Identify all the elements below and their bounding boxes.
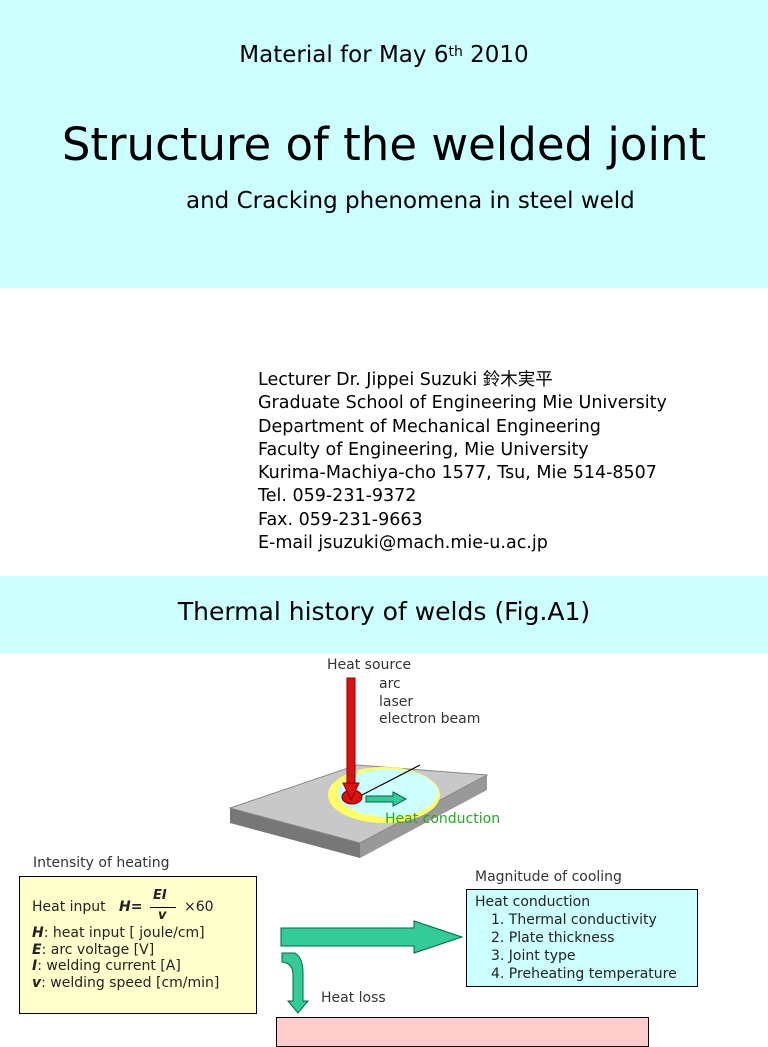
cooling-item: 2. Plate thickness xyxy=(491,930,615,946)
heat-source-list: arc laser electron beam xyxy=(379,676,480,729)
plate-front xyxy=(360,775,487,858)
source-arc: arc xyxy=(379,676,401,692)
heat-input-formula: Heat input H= EI v ×60 xyxy=(32,888,214,923)
cooling-item: 3. Joint type xyxy=(491,948,576,964)
contact-faculty: Faculty of Engineering, Mie University xyxy=(258,439,589,460)
heat-source-arrowhead xyxy=(342,782,360,802)
weld-line xyxy=(359,764,421,797)
contact-school: Graduate School of Engineering Mie Unive… xyxy=(258,393,667,414)
heat-loss-box xyxy=(276,1017,649,1047)
source-electron-beam: electron beam xyxy=(379,711,481,727)
source-laser: laser xyxy=(379,693,414,710)
cooling-title: Heat conduction xyxy=(475,894,591,910)
cooling-item: 4. Preheating temperature xyxy=(491,966,677,982)
conduction-arrow xyxy=(365,791,408,807)
plate-side xyxy=(230,808,360,858)
def-v: v: welding speed [cm/min] xyxy=(32,974,220,991)
cooling-arrow xyxy=(280,920,464,954)
thermal-history-figure xyxy=(228,677,489,1014)
contact-tel: Tel. 059-231-9372 xyxy=(258,486,417,507)
contact-address: Kurima-Machiya-cho 1577, Tsu, Mie 514-85… xyxy=(258,463,657,484)
def-h: H: heat input [ joule/cm] xyxy=(32,925,205,941)
def-e: E: arc voltage [V] xyxy=(32,941,155,958)
date-line: Material for May 6th 2010 xyxy=(239,42,529,68)
title-band xyxy=(0,0,768,288)
heat-source-beam xyxy=(346,677,356,786)
heat-input-box: Heat input H= EI v ×60 H: heat input [ j… xyxy=(19,876,257,1014)
contact-fax: Fax. 059-231-9663 xyxy=(258,509,423,530)
intensity-label: Intensity of heating xyxy=(33,855,170,871)
page-subtitle: and Cracking phenomena in steel weld xyxy=(186,188,635,214)
heat-loss-label: Heat loss xyxy=(321,990,386,1006)
cooling-box: Heat conduction 1. Thermal conductivity … xyxy=(466,889,698,987)
page-title: Structure of the welded joint xyxy=(61,118,707,171)
section-title: Thermal history of welds (Fig.A1) xyxy=(177,597,591,626)
section-band xyxy=(0,576,768,653)
contact-department: Department of Mechanical Engineering xyxy=(258,416,601,437)
def-i: I: welding current [A] xyxy=(32,958,181,974)
cooling-label: Magnitude of cooling xyxy=(475,869,622,885)
heat-conduction-label: Heat conduction xyxy=(385,811,501,827)
contact-lecturer: Lecturer Dr. Jippei Suzuki 鈴木実平 xyxy=(258,370,553,390)
isotherm-zone xyxy=(338,769,438,817)
heat-loss-arrow xyxy=(281,952,310,1014)
contact-email: E-mail jsuzuki@mach.mie-u.ac.jp xyxy=(258,533,548,554)
contact-block: Lecturer Dr. Jippei Suzuki 鈴木実平 Graduate… xyxy=(258,369,667,555)
heat-source-label: Heat source xyxy=(327,657,412,673)
cooling-item: 1. Thermal conductivity xyxy=(491,912,657,928)
